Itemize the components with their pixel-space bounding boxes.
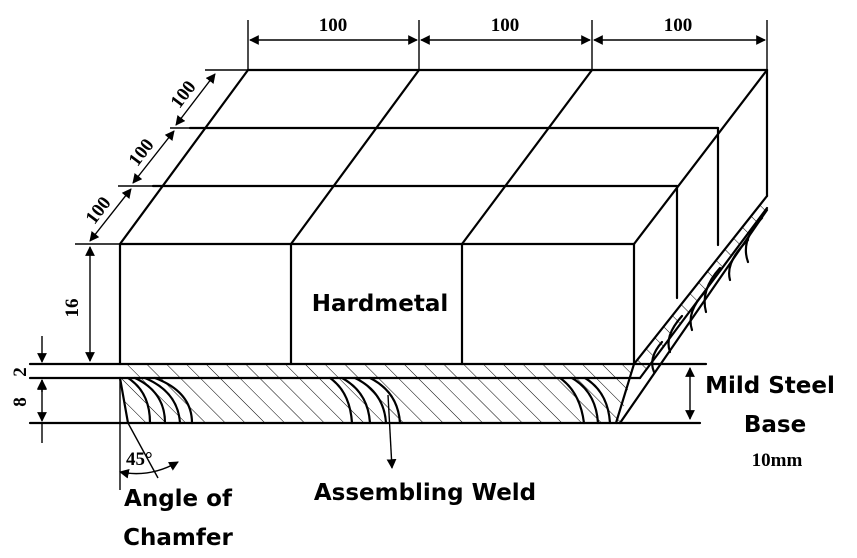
assembling-weld-label: Assembling Weld — [314, 480, 536, 506]
chamfer-angle: 45° — [119, 378, 179, 490]
side-depth-label-2: 100 — [125, 135, 159, 170]
mild-steel-label-line2: Base — [744, 412, 806, 438]
top-width-dimensions: 100 100 100 — [247, 15, 768, 70]
weld-arcs — [126, 376, 612, 425]
side-depth-label-3: 100 — [82, 193, 116, 228]
base-plate — [28, 362, 708, 425]
hardmetal-block — [118, 68, 769, 366]
weld-thickness-label: 2 — [10, 367, 31, 377]
thickness-dimensions: 16 2 8 — [10, 246, 695, 443]
mild-steel-label-line1: Mild Steel — [705, 373, 835, 399]
base-thickness-note: 10mm — [752, 450, 803, 471]
angle-of-chamfer-label-line2: Chamfer — [123, 525, 233, 551]
side-depth-label-1: 100 — [167, 77, 201, 112]
hardmetal-thickness-label: 16 — [62, 299, 83, 318]
base-thickness-label: 8 — [10, 397, 31, 407]
top-width-label-1: 100 — [319, 15, 348, 36]
top-width-label-3: 100 — [664, 15, 693, 36]
top-width-label-2: 100 — [491, 15, 520, 36]
hardmetal-label: Hardmetal — [312, 291, 449, 317]
angle-value-label: 45° — [126, 449, 153, 470]
weld-leader — [386, 394, 397, 469]
angle-of-chamfer-label-line1: Angle of — [124, 486, 233, 512]
side-weld — [618, 196, 769, 425]
